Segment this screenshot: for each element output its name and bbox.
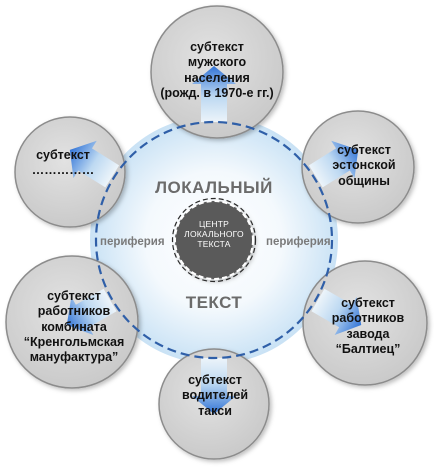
arrow-bottom (192, 358, 236, 414)
center-circle (174, 200, 254, 280)
periphery-left-label: периферия (100, 236, 165, 248)
subtext-circle-upper-right (301, 110, 415, 224)
arrow-lower-left (66, 288, 117, 336)
center-label: ЦЕНТР ЛОКАЛЬНОГО ТЕКСТА (184, 219, 244, 250)
local-text-boundary (94, 120, 334, 360)
subtext-upper-right-label: субтекст эстонской общины (332, 143, 396, 188)
center-circle-outline (171, 197, 257, 283)
periphery-right-label: периферия (266, 236, 331, 248)
arrow-top (192, 66, 236, 122)
subtext-circle-upper-left (14, 116, 126, 228)
subtext-bottom-label: субтекст водителей такси (181, 373, 249, 418)
subtext-circle-lower-right (302, 260, 428, 386)
arrow-upper-left (69, 140, 120, 188)
arrow-upper-right (308, 140, 359, 188)
subtext-upper-left-label: субтекст …………… (31, 148, 95, 178)
subtext-top-label: субтекст мужского населения (рожд. в 197… (160, 40, 274, 100)
subtext-lower-left-label: субтекст работников комбината “Кренгольм… (23, 289, 125, 364)
local-word: ЛОКАЛЬНЫЙ (155, 178, 273, 197)
subtext-lower-right-label: субтекст работников завода “Балтиец” (331, 296, 405, 356)
arrow-lower-right (311, 288, 362, 336)
text-word: ТЕКСТ (185, 293, 243, 312)
